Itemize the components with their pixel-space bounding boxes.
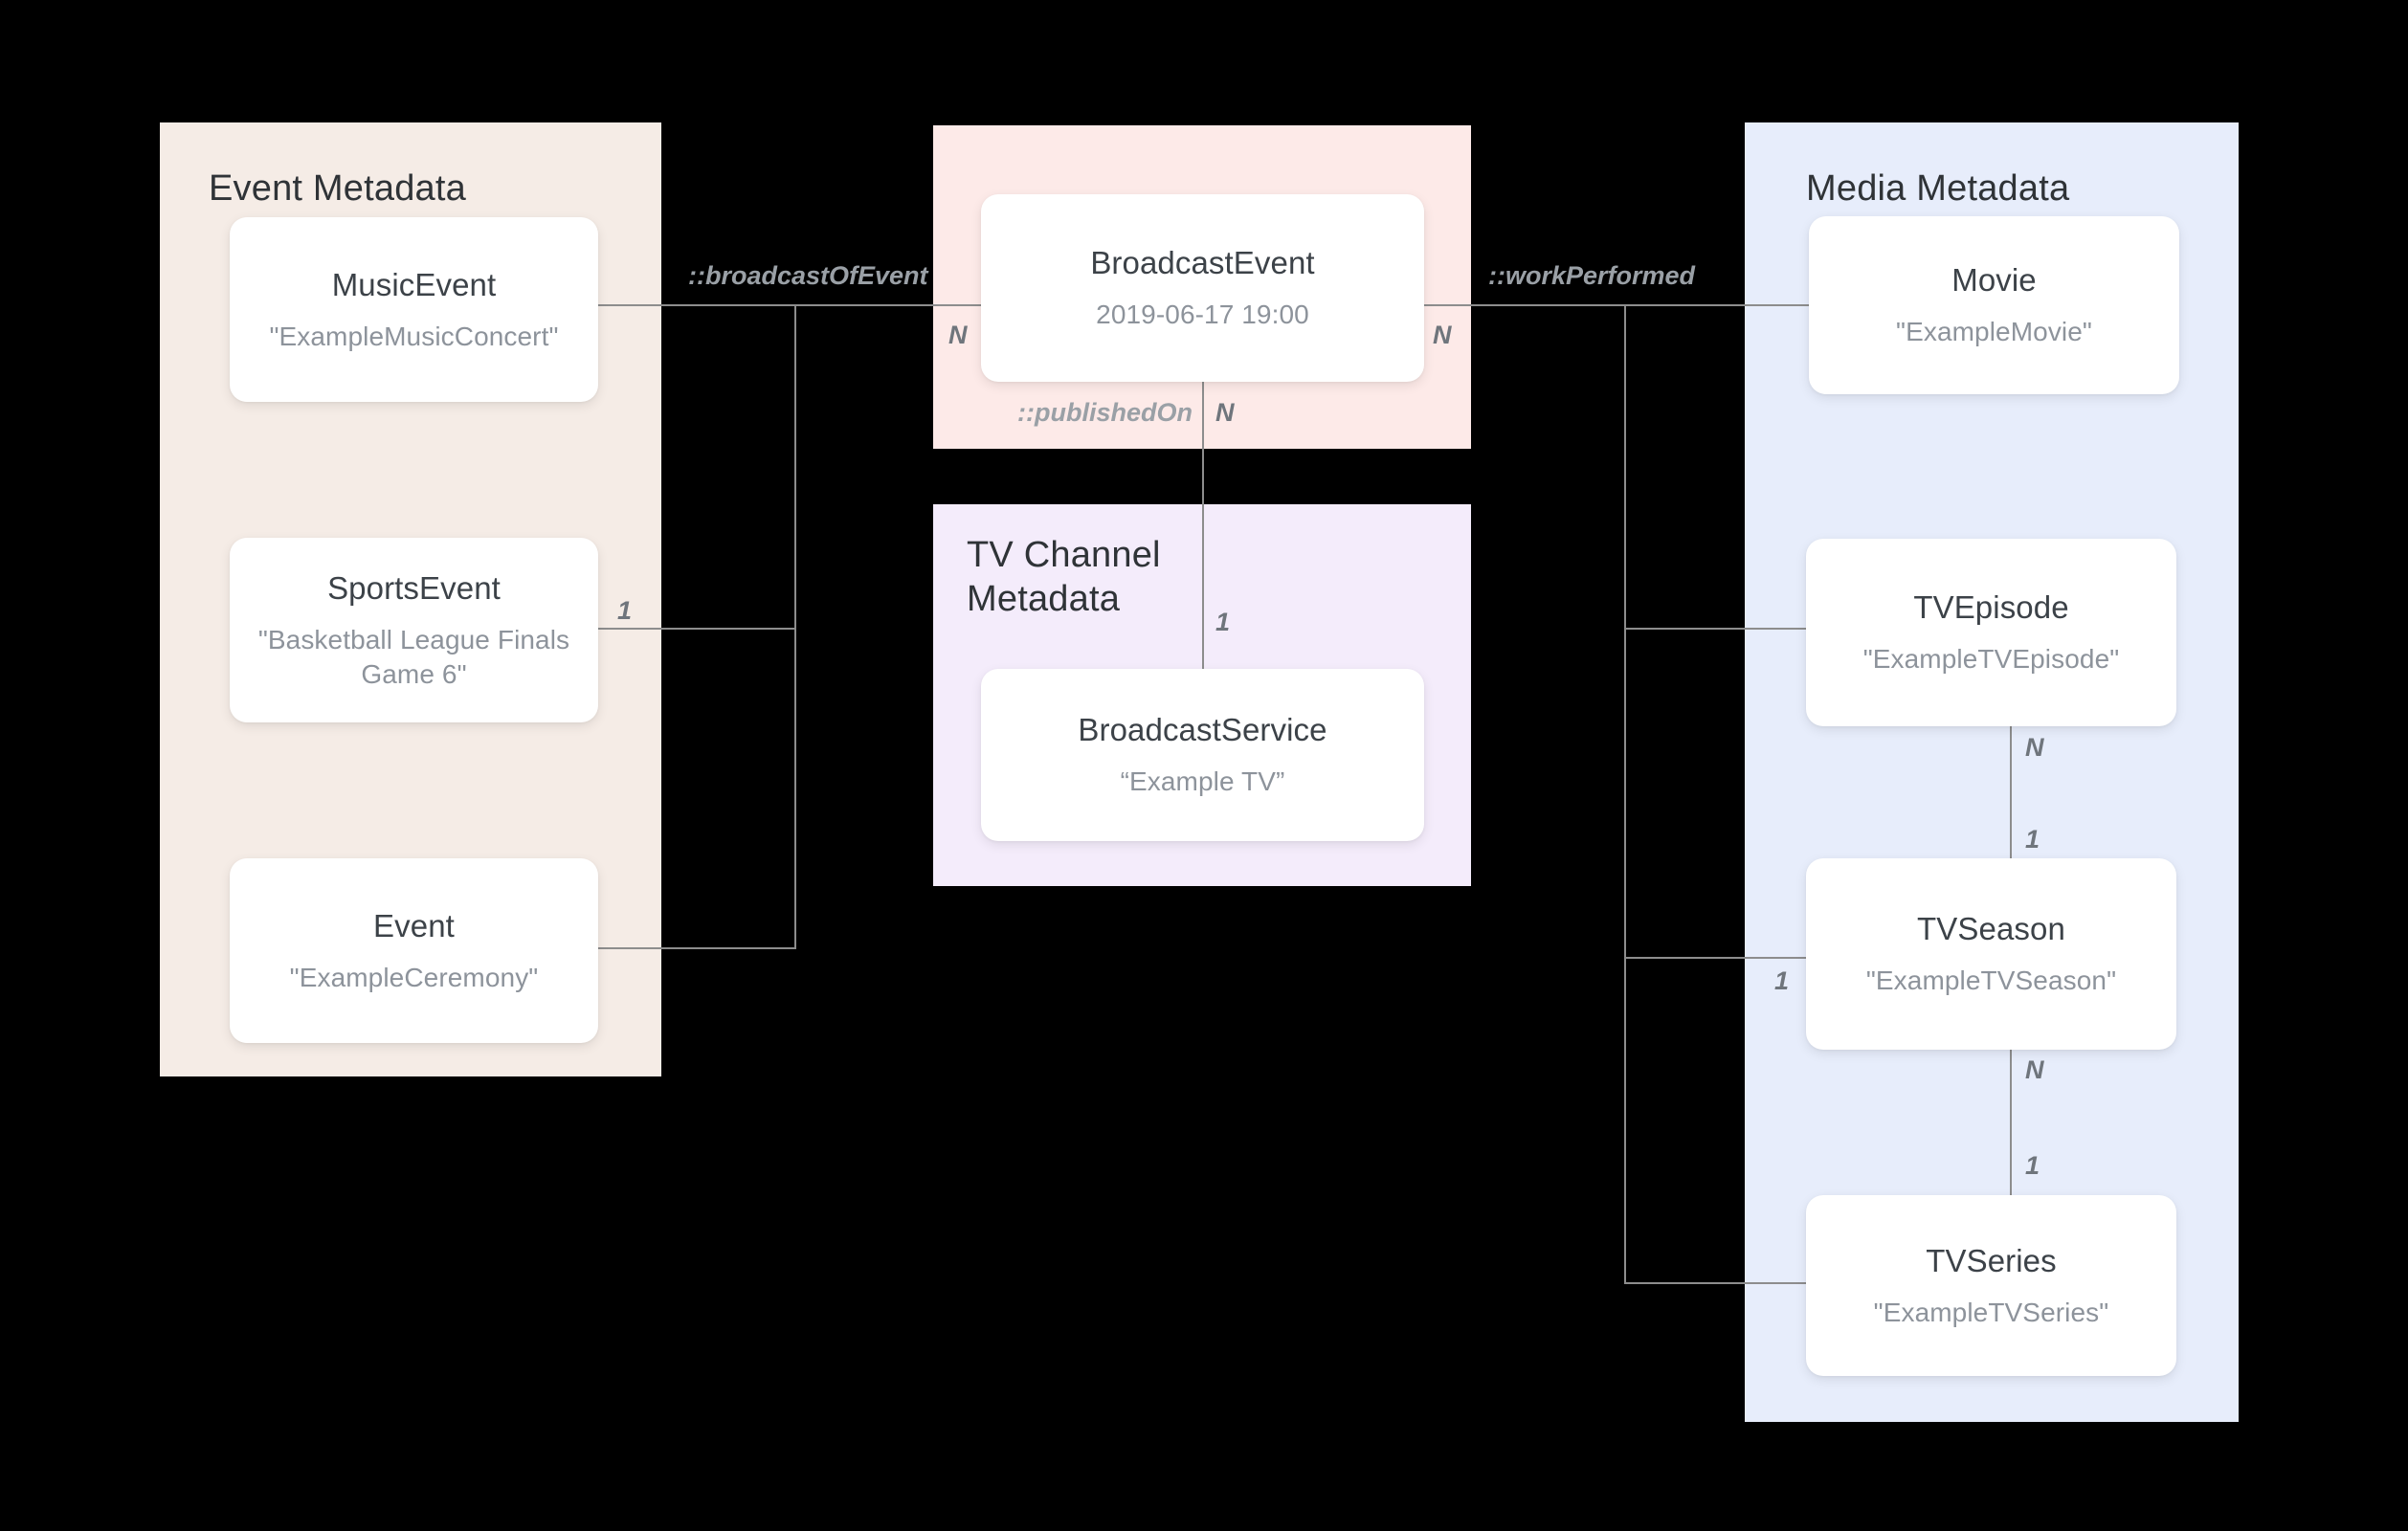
connector-music-event-to-bus [597, 304, 796, 306]
group-title-event-metadata: Event Metadata [209, 168, 466, 209]
cardinality-broadcast-service-top: 1 [1215, 608, 1231, 636]
connector-season-to-series [2010, 1050, 2012, 1227]
entity-value-sports-event: "Basketball League Finals Game 6" [257, 624, 570, 689]
entity-card-music-event[interactable]: MusicEvent "ExampleMusicConcert" [230, 217, 598, 402]
entity-value-tv-series: "ExampleTVSeries" [1873, 1297, 2109, 1327]
connector-media-bus-to-tv-series [1624, 1282, 1809, 1284]
entity-card-tv-series[interactable]: TVSeries "ExampleTVSeries" [1806, 1195, 2176, 1376]
connector-media-bus-to-tv-episode [1624, 628, 1809, 630]
entity-name-tv-season: TVSeason [1917, 911, 2065, 946]
entity-value-broadcast-event: 2019-06-17 19:00 [1096, 300, 1309, 329]
connector-media-bus-to-tv-season [1624, 957, 1809, 959]
entity-value-broadcast-service: “Example TV” [1120, 766, 1285, 796]
group-title-tv-channel-metadata: TV Channel Metadata [967, 535, 1161, 619]
entity-name-tv-series: TVSeries [1926, 1242, 2057, 1278]
connector-published-on [1202, 381, 1204, 670]
cardinality-tv-episode-bottom: N [2025, 733, 2044, 762]
entity-name-music-event: MusicEvent [331, 266, 497, 302]
connector-media-bus-vertical [1624, 304, 1626, 1284]
group-title-media-metadata: Media Metadata [1806, 168, 2070, 209]
entity-name-tv-episode: TVEpisode [1913, 589, 2069, 625]
entity-card-broadcast-event[interactable]: BroadcastEvent 2019-06-17 19:00 [981, 194, 1424, 382]
connector-event-to-bus [597, 947, 796, 949]
entity-card-tv-season[interactable]: TVSeason "ExampleTVSeason" [1806, 858, 2176, 1050]
entity-card-broadcast-service[interactable]: BroadcastService “Example TV” [981, 669, 1424, 841]
edge-label-published-on: ::publishedOn [1017, 398, 1193, 427]
edge-label-work-performed: ::workPerformed [1488, 261, 1696, 290]
entity-name-broadcast-service: BroadcastService [1078, 712, 1327, 747]
connector-event-bus-vertical [794, 304, 796, 947]
entity-card-movie[interactable]: Movie "ExampleMovie" [1809, 216, 2179, 394]
cardinality-sports-event-right: 1 [617, 596, 633, 625]
cardinality-broadcast-event-left: N [948, 321, 968, 349]
entity-name-event: Event [373, 907, 455, 943]
entity-value-movie: "ExampleMovie" [1896, 317, 2092, 346]
connector-broadcast-event-to-media-bus [1423, 304, 1817, 306]
entity-name-movie: Movie [1951, 262, 2037, 298]
entity-name-broadcast-event: BroadcastEvent [1090, 245, 1315, 280]
cardinality-tv-season-bottom: N [2025, 1055, 2044, 1084]
cardinality-broadcast-event-bottom: N [1215, 398, 1235, 427]
connector-sports-event-to-bus [597, 628, 796, 630]
connector-episode-to-season [2010, 726, 2012, 905]
connector-bus-to-broadcast-event [794, 304, 981, 306]
entity-value-event: "ExampleCeremony" [289, 962, 539, 992]
entity-value-tv-episode: "ExampleTVEpisode" [1862, 644, 2120, 674]
entity-card-sports-event[interactable]: SportsEvent "Basketball League Finals Ga… [230, 538, 598, 722]
entity-value-tv-season: "ExampleTVSeason" [1865, 965, 2117, 995]
cardinality-tv-series-top: 1 [2025, 1151, 2040, 1180]
entity-value-music-event: "ExampleMusicConcert" [269, 321, 559, 351]
entity-name-sports-event: SportsEvent [327, 569, 501, 606]
cardinality-tv-season-top: 1 [2025, 825, 2040, 854]
cardinality-broadcast-event-right: N [1433, 321, 1452, 349]
edge-label-broadcast-of-event: ::broadcastOfEvent [688, 261, 928, 290]
cardinality-tv-season-left: 1 [1774, 966, 1790, 995]
entity-card-event[interactable]: Event "ExampleCeremony" [230, 858, 598, 1043]
entity-card-tv-episode[interactable]: TVEpisode "ExampleTVEpisode" [1806, 539, 2176, 726]
